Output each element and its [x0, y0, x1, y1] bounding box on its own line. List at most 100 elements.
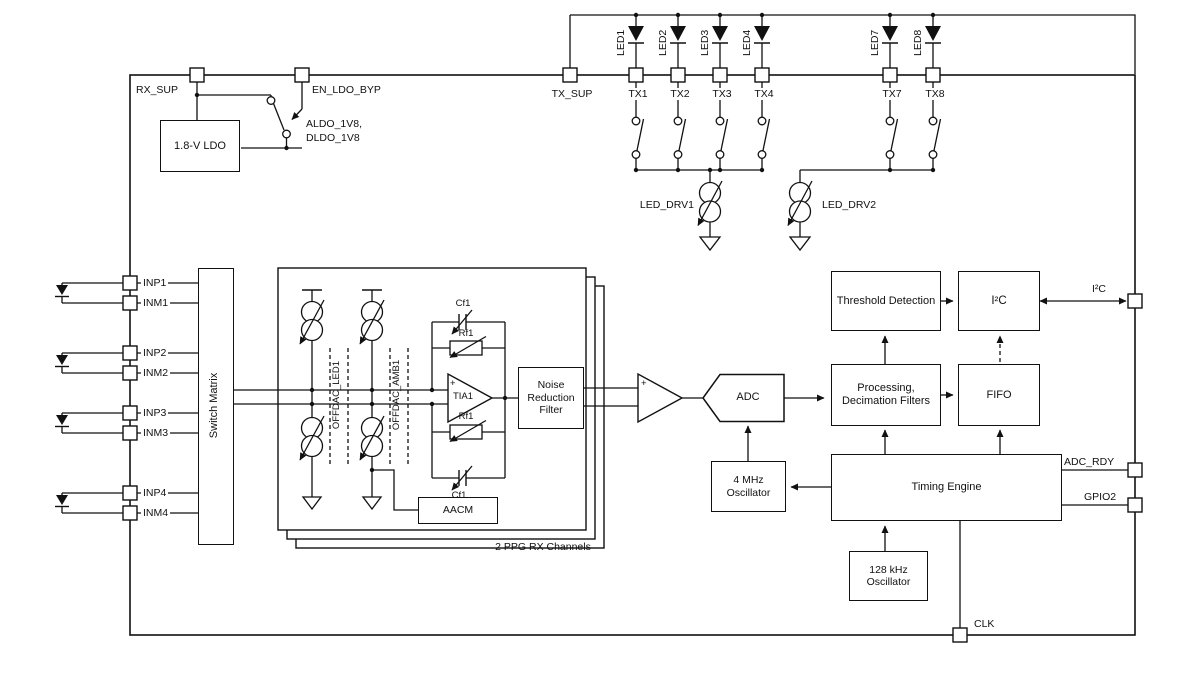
ground-symbol — [698, 236, 722, 252]
led2-label: LED2 — [657, 29, 669, 56]
led-symbol — [882, 12, 898, 68]
gpio2-pin-label: GPIO2 — [1084, 491, 1117, 503]
fifo-block: FIFO — [958, 364, 1040, 426]
inp2-pin-label: INP2 — [141, 347, 169, 359]
analog-output-chain — [584, 372, 825, 424]
led-drv1-label: LED_DRV1 — [639, 199, 694, 211]
ldo-output-label: ALDO_1V8, DLDO_1V8 — [306, 118, 363, 144]
pin-square — [754, 67, 770, 83]
ppg-channels-note: 2 PPG RX Channels — [495, 541, 591, 553]
cf1-bottom-label: Cf1 — [451, 490, 467, 501]
led-symbol — [712, 12, 728, 68]
adc-rdy-pin-label: ADC_RDY — [1064, 456, 1115, 468]
buffer-plus-sign: + — [641, 378, 647, 389]
tx-switch — [885, 82, 899, 173]
signal-wires — [233, 389, 450, 405]
tia-label: TIA1 — [452, 391, 474, 402]
tx8-pin-label: TX8 — [911, 88, 959, 100]
ldo-block: 1.8-V LDO — [160, 120, 240, 172]
pin-square — [712, 67, 728, 83]
tx-switches — [631, 82, 942, 182]
switch-matrix-label: Switch Matrix — [208, 372, 220, 439]
inp3-pin-label: INP3 — [141, 407, 169, 419]
inm3-pin-label: INM3 — [141, 427, 171, 439]
tia-feedback — [369, 309, 520, 511]
pin-square — [882, 67, 898, 83]
pin-square — [122, 505, 138, 521]
io-wires — [959, 297, 1128, 628]
pin-square — [122, 365, 138, 381]
tx1-pin-label: TX1 — [614, 88, 662, 100]
tx-switch — [673, 82, 687, 173]
led8-label: LED8 — [912, 29, 924, 56]
led-driver-1 — [697, 180, 723, 252]
inp4-pin-label: INP4 — [141, 487, 169, 499]
pin-square — [122, 275, 138, 291]
tx-switch — [757, 82, 771, 173]
pin-square — [1127, 462, 1143, 478]
aacm-block: AACM — [418, 497, 498, 524]
switch-matrix-block — [198, 268, 234, 545]
led-symbols — [628, 12, 941, 68]
pin-square — [122, 485, 138, 501]
pin-square — [189, 67, 205, 83]
pin-square — [562, 67, 578, 83]
i2c-pin-label: I²C — [1092, 283, 1106, 295]
tx2-pin-label: TX2 — [656, 88, 704, 100]
offdac-brackets — [329, 348, 409, 466]
osc-128khz-block: 128 kHz Oscillator — [849, 551, 928, 601]
ground-symbol — [361, 496, 383, 511]
buffer-amp — [637, 372, 684, 424]
led-drv2-label: LED_DRV2 — [822, 199, 877, 211]
led7-label: LED7 — [869, 29, 881, 56]
led1-label: LED1 — [615, 29, 627, 56]
rf1-top-label: Rf1 — [458, 328, 474, 339]
pin-square — [122, 295, 138, 311]
pin-squares — [122, 67, 1143, 643]
rx-sup-pin-label: RX_SUP — [136, 84, 179, 96]
cf1-top-label: Cf1 — [455, 298, 471, 309]
ldo-wiring — [194, 82, 303, 151]
ground-symbol — [301, 496, 323, 511]
tx-switch — [928, 82, 942, 173]
threshold-detection-block: Threshold Detection — [831, 271, 941, 331]
pin-square — [122, 405, 138, 421]
pin-square — [1127, 293, 1143, 309]
offdac-amb1-label: OFFDAC_AMB1 — [391, 359, 402, 431]
photodiodes — [55, 282, 199, 514]
offdac-amb1-symbol — [359, 289, 385, 511]
aacm-link — [372, 469, 418, 511]
en-ldo-byp-pin-label: EN_LDO_BYP — [312, 84, 381, 96]
inm4-pin-label: INM4 — [141, 507, 171, 519]
led-symbol — [754, 12, 770, 68]
led-symbol — [670, 12, 686, 68]
tia-amp — [447, 372, 494, 424]
pin-square — [122, 345, 138, 361]
clk-pin-label: CLK — [974, 618, 995, 630]
osc-4mhz-block: 4 MHz Oscillator — [711, 461, 786, 512]
pin-square — [1127, 497, 1143, 513]
led-symbol — [628, 12, 644, 68]
led-driver-2 — [787, 180, 813, 252]
tx3-pin-label: TX3 — [698, 88, 746, 100]
ground-symbol — [788, 236, 812, 252]
tx-sup-pin-label: TX_SUP — [544, 88, 600, 100]
tx-switch — [631, 82, 645, 173]
led3-label: LED3 — [699, 29, 711, 56]
pin-square — [952, 627, 968, 643]
noise-reduction-filter-block: Noise Reduction Filter — [518, 367, 584, 429]
rf1-bottom-label: Rf1 — [458, 411, 474, 422]
inp1-pin-label: INP1 — [141, 277, 169, 289]
inm2-pin-label: INM2 — [141, 367, 171, 379]
offdac-led1-label: OFFDAC_LED1 — [331, 360, 342, 430]
timing-engine-block: Timing Engine — [831, 454, 1062, 521]
pin-square — [628, 67, 644, 83]
offdac-led1-symbol — [299, 289, 325, 511]
led4-label: LED4 — [741, 29, 753, 56]
pin-square — [670, 67, 686, 83]
tx4-pin-label: TX4 — [740, 88, 788, 100]
pin-square — [294, 67, 310, 83]
i2c-block: I²C — [958, 271, 1040, 331]
